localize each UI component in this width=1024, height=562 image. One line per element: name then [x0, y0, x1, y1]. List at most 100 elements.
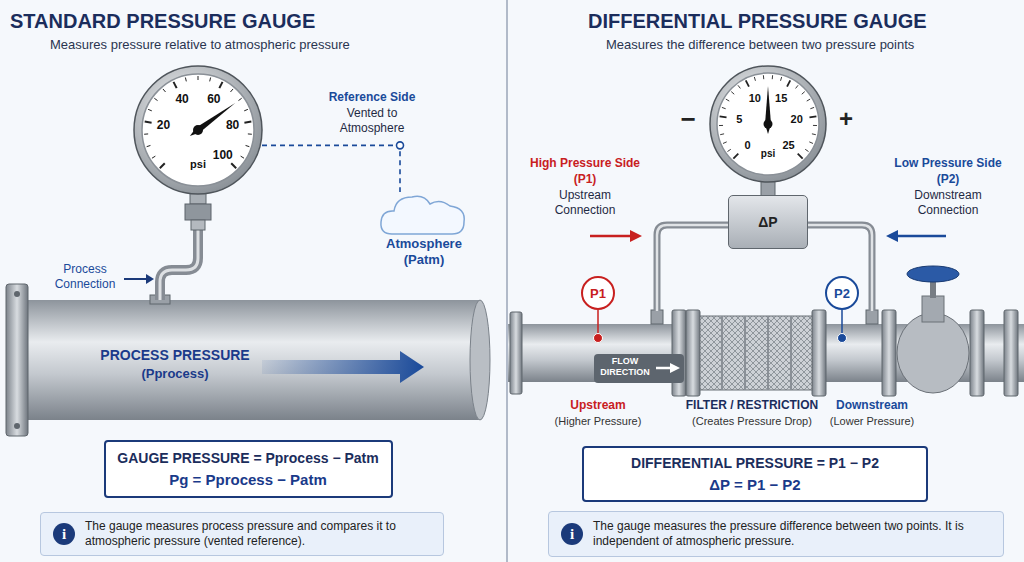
side-text: Downstream Connection [903, 188, 993, 218]
flow-indicator [594, 354, 684, 383]
minor-tick [147, 145, 151, 146]
process-connection [160, 226, 198, 300]
atmosphere-cloud: Atmosphere (Patm) [376, 192, 472, 272]
minor-tick [807, 99, 810, 101]
process-pipe [24, 300, 480, 420]
tap-points [594, 310, 847, 343]
minor-tick [185, 77, 187, 81]
process-pipe [6, 284, 490, 436]
scale-number: 100 [213, 149, 233, 161]
minor-tick [763, 75, 764, 79]
side-arrows [630, 230, 642, 242]
tap-points [597, 310, 599, 334]
process-pipe [672, 310, 686, 396]
process-connection [185, 204, 211, 220]
panel-title: DIFFERENTIAL PRESSURE GAUGE [588, 9, 927, 33]
minor-tick [152, 156, 155, 158]
callout-text: Vented to Atmosphere [327, 106, 417, 136]
process-pipe [14, 423, 20, 429]
filter-element [767, 316, 769, 390]
process-connection [160, 226, 198, 300]
minor-tick [813, 125, 817, 126]
impulse-tubes [651, 310, 663, 324]
gauge-ticks [719, 75, 817, 158]
info-icon: i [561, 523, 583, 545]
info-text: The gauge measures the pressure differen… [593, 519, 991, 549]
impulse-tubes [808, 225, 872, 311]
section-title: FILTER / RESTRICTION [677, 398, 827, 413]
process-pipe [14, 291, 20, 297]
side-title: High Pressure Side [515, 156, 655, 171]
formula-title: GAUGE PRESSURE = Pprocess − Patm [117, 449, 378, 467]
filter-element [790, 316, 792, 390]
minor-tick [720, 133, 724, 135]
major-tick [798, 154, 803, 159]
minor-tick [248, 133, 252, 134]
side-title: Low Pressure Side [883, 156, 1013, 171]
tap-points [838, 334, 847, 343]
minor-tick [802, 92, 805, 95]
process-pipe [6, 284, 28, 436]
side-arrows [590, 235, 631, 238]
formula-equation: ΔP = P1 − P2 [709, 475, 800, 494]
flow-label: FLOW DIRECTION [595, 356, 655, 378]
callout-text: Process Connection [45, 262, 125, 292]
minor-tick [198, 76, 199, 80]
sign-symbol: + [831, 104, 861, 134]
flow-arrow [262, 351, 424, 383]
cell-label: ΔP [758, 214, 777, 230]
section-title: Downstream [827, 398, 917, 413]
formula-box: DIFFERENTIAL PRESSURE = P1 − P2 ΔP = P1 −… [582, 446, 928, 502]
flow-indicator [594, 354, 684, 383]
process-pipe [510, 312, 522, 394]
tap-label: P2 [834, 286, 850, 301]
gauge-body [764, 120, 773, 129]
scale-number: 10 [749, 93, 761, 104]
major-tick [231, 163, 236, 168]
minor-tick [719, 125, 723, 126]
panel-subtitle: Measures pressure relative to atmospheri… [50, 37, 350, 53]
pipe-label: PROCESS PRESSURE [90, 346, 260, 364]
callout-title: Reference Side [317, 90, 427, 105]
process-connection [191, 220, 205, 230]
section-note: (Lower Pressure) [822, 414, 922, 428]
valve [897, 266, 969, 393]
gauge-body [193, 125, 203, 135]
formula-title: DIFFERENTIAL PRESSURE = P1 − P2 [631, 454, 879, 472]
connection-arrow [124, 278, 147, 280]
impulse-tubes [808, 225, 872, 311]
major-tick [733, 154, 738, 159]
scale-number: 25 [782, 139, 794, 150]
minor-tick [796, 85, 798, 88]
info-box: i The gauge measures the pressure differe… [548, 511, 1004, 557]
filter-element [744, 316, 746, 390]
section-note: (Higher Pressure) [543, 414, 653, 428]
major-tick [809, 116, 816, 117]
minor-tick [726, 99, 729, 101]
minor-tick [154, 98, 157, 100]
scale-number: 60 [207, 93, 220, 105]
valve [897, 313, 969, 393]
minor-tick [812, 133, 816, 135]
tap-points [594, 334, 603, 343]
vent-point [397, 142, 404, 149]
impulse-tubes [866, 310, 878, 324]
valve [922, 296, 944, 322]
info-icon: i [53, 523, 75, 545]
panel-divider [506, 0, 508, 562]
cloud-shape [381, 196, 464, 234]
flow-indicator [670, 363, 680, 373]
minor-tick [738, 85, 740, 88]
process-pipe [812, 310, 826, 396]
scale-number: 80 [226, 119, 239, 131]
impulse-tubes [657, 225, 728, 311]
filter-element [700, 316, 812, 390]
minor-tick [244, 109, 248, 111]
side-text: Upstream Connection [540, 188, 630, 218]
side-title: (P1) [555, 172, 615, 187]
scale-number: 0 [744, 139, 750, 150]
minor-tick [148, 109, 152, 111]
formula-box: GAUGE PRESSURE = Pprocess − PatmPg = Ppr… [104, 440, 393, 498]
minor-tick [163, 89, 166, 92]
side-arrows [897, 235, 946, 238]
